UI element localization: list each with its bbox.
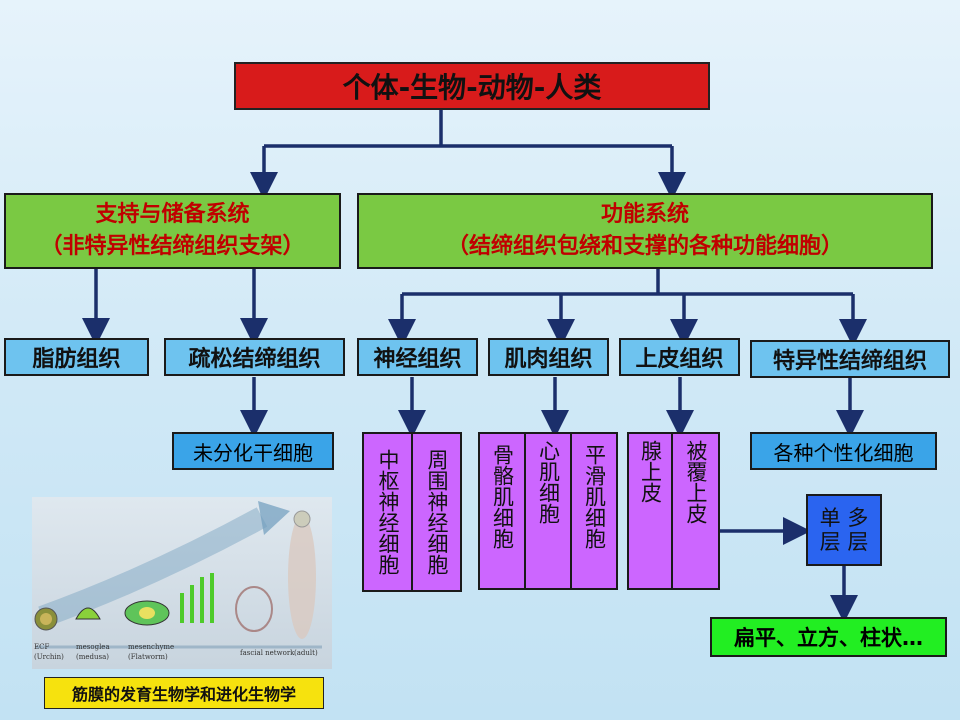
layer-type-line2: 层 层 — [819, 530, 869, 554]
smooth-muscle-cell-box: 平滑肌细胞 — [570, 432, 618, 590]
epithelium-tissue-label: 上皮组织 — [635, 347, 724, 372]
covering-epithelium-box: 被覆上皮 — [671, 432, 720, 590]
stem-cells-label: 未分化干细胞 — [193, 440, 313, 465]
evolution-illustration: ECF (Urchin) mesoglea (medusa) mesenchym… — [32, 497, 332, 669]
glandular-epithelium-box: 腺上皮 — [627, 432, 673, 590]
function-system-box: 功能系统 （结缔组织包绕和支撑的各种功能细胞） — [357, 193, 933, 269]
smooth-muscle-cell-label: 平滑肌细胞 — [582, 443, 607, 549]
image-caption: 筋膜的发育生物学和进化生物学 — [44, 677, 324, 709]
peripheral-nerve-cell-box: 周围神经细胞 — [411, 432, 462, 592]
loose-tissue-label: 疏松结缔组织 — [188, 347, 321, 372]
support-system-title: 支持与储备系统 — [95, 202, 250, 227]
loose-tissue-box: 疏松结缔组织 — [164, 338, 345, 376]
function-system-subtitle: （结缔组织包绕和支撑的各种功能细胞） — [446, 234, 843, 259]
fat-tissue-label: 脂肪组织 — [32, 347, 121, 372]
figure-label-ecf: ECF — [34, 643, 50, 651]
cardiac-muscle-cell-box: 心肌细胞 — [524, 432, 572, 590]
title-box: 个体-生物-动物-人类 — [234, 62, 710, 110]
muscle-tissue-label: 肌肉组织 — [504, 347, 593, 372]
function-system-title: 功能系统 — [600, 202, 689, 227]
nerve-tissue-box: 神经组织 — [357, 338, 478, 376]
layer-type-line1: 单 多 — [819, 506, 869, 530]
image-caption-text: 筋膜的发育生物学和进化生物学 — [71, 685, 296, 704]
cell-shapes-box: 扁平、立方、柱状… — [710, 617, 947, 657]
specific-tissue-box: 特异性结缔组织 — [750, 340, 950, 378]
central-nerve-cell-label: 中枢神经细胞 — [376, 449, 400, 575]
support-system-box: 支持与储备系统 （非特异性结缔组织支架） — [4, 193, 341, 269]
figure-label-mesenchyme: mesenchyme — [128, 643, 175, 651]
support-system-subtitle: （非特异性结缔组织支架） — [40, 234, 305, 259]
title-text: 个体-生物-动物-人类 — [342, 71, 602, 104]
stem-cells-box: 未分化干细胞 — [172, 432, 334, 470]
skeletal-muscle-cell-box: 骨骼肌细胞 — [478, 432, 526, 590]
epithelium-tissue-box: 上皮组织 — [619, 338, 740, 376]
skeletal-muscle-cell-label: 骨骼肌细胞 — [490, 443, 515, 549]
figure-label-urchin: (Urchin) — [34, 653, 64, 661]
layer-type-box: 单 多 层 层 — [806, 494, 882, 566]
figure-label-fascial: fascial network — [240, 649, 295, 657]
fat-tissue-box: 脂肪组织 — [4, 338, 149, 376]
evolution-figure — [34, 501, 322, 649]
figure-label-medusa: (medusa) — [76, 653, 109, 661]
figure-label-flatworm: (Flatworm) — [128, 653, 168, 661]
specific-tissue-label: 特异性结缔组织 — [772, 349, 927, 374]
nerve-tissue-label: 神经组织 — [373, 347, 462, 372]
peripheral-nerve-cell-label: 周围神经细胞 — [425, 449, 449, 575]
figure-label-mesoglea: mesoglea — [76, 643, 110, 651]
cardiac-muscle-cell-label: 心肌细胞 — [536, 440, 561, 524]
glandular-epithelium-label: 腺上皮 — [638, 440, 663, 503]
individual-cells-box: 各种个性化细胞 — [750, 432, 937, 470]
figure-label-adult: (adult) — [294, 649, 318, 657]
central-nerve-cell-box: 中枢神经细胞 — [362, 432, 413, 592]
cell-shapes-label: 扁平、立方、柱状… — [734, 626, 923, 650]
muscle-tissue-box: 肌肉组织 — [488, 338, 609, 376]
covering-epithelium-label: 被覆上皮 — [684, 440, 708, 524]
individual-cells-label: 各种个性化细胞 — [773, 440, 914, 465]
